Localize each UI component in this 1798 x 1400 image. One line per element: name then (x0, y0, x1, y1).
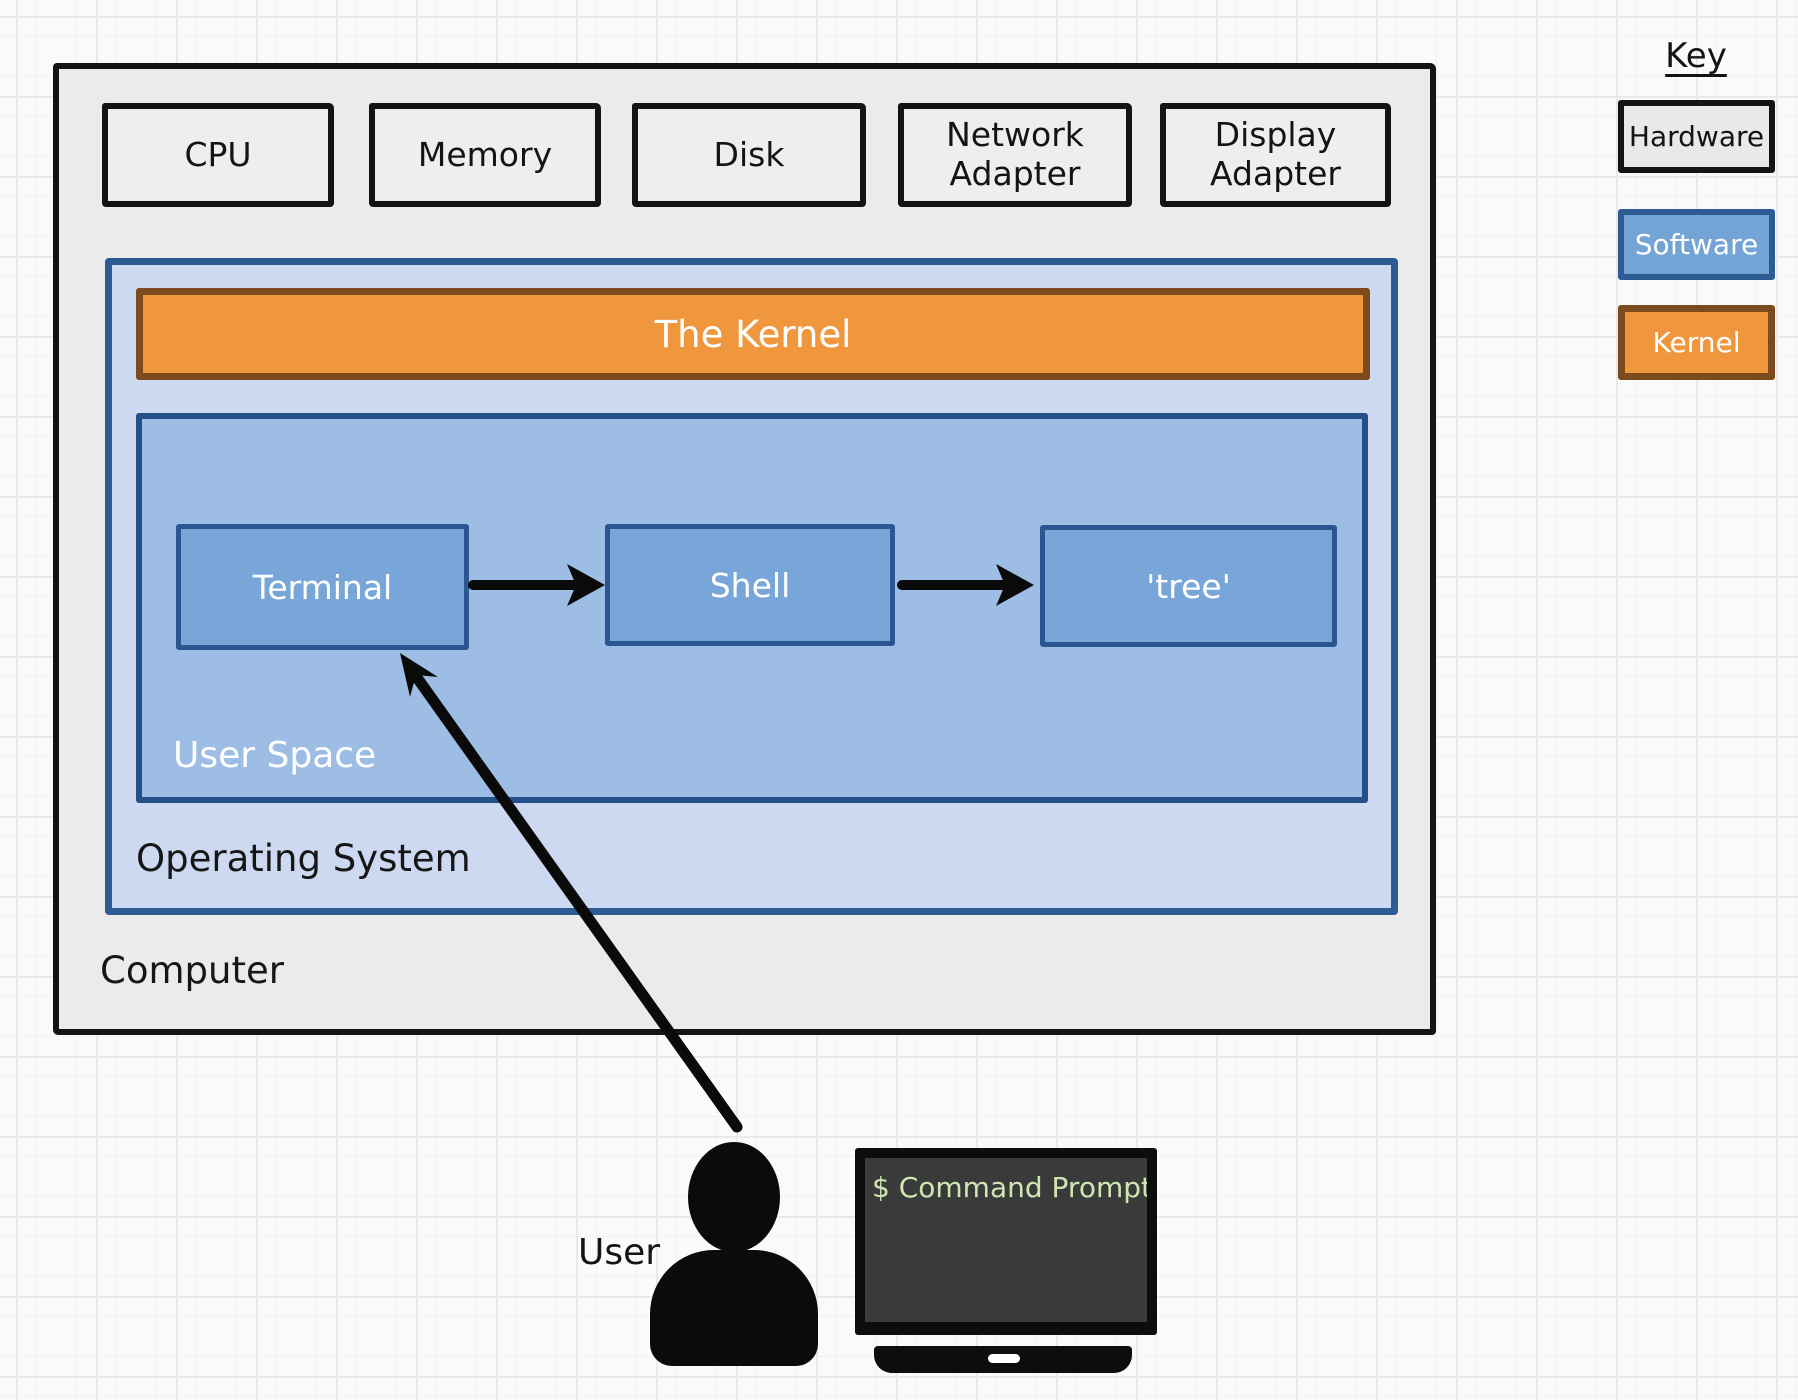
hardware-box-cpu: CPU (102, 103, 334, 207)
hardware-box-display-adapter: Display Adapter (1160, 103, 1391, 207)
process-box-shell: Shell (605, 524, 895, 646)
computer-label: Computer (100, 949, 284, 992)
hardware-box-memory: Memory (369, 103, 601, 207)
user-label: User (578, 1232, 661, 1273)
key-item-kernel: Kernel (1618, 305, 1775, 380)
user-person-icon (688, 1142, 780, 1252)
hardware-box-network-adapter: Network Adapter (898, 103, 1132, 207)
hardware-box-disk: Disk (632, 103, 866, 207)
network-adapter-label: Network Adapter (946, 115, 1084, 193)
user-person-body (650, 1250, 818, 1366)
key-hardware-label: Hardware (1628, 120, 1765, 153)
user-space-label: User Space (173, 735, 377, 776)
key-title: Key (1665, 36, 1727, 76)
process-box-terminal: Terminal (176, 524, 469, 650)
operating-system-label: Operating System (136, 837, 471, 880)
computer-box: CPU Memory Disk Network Adapter Display … (53, 63, 1436, 1035)
display-adapter-label: Display Adapter (1210, 115, 1341, 193)
monitor-screen: $ Command Prompt (855, 1148, 1157, 1335)
memory-label: Memory (417, 134, 553, 174)
shell-label: Shell (709, 565, 791, 605)
monitor-stand (874, 1346, 1132, 1373)
key-software-label: Software (1634, 228, 1759, 261)
command-prompt-text: $ Command Prompt (872, 1171, 1152, 1204)
cpu-label: CPU (184, 134, 252, 174)
process-box-tree: 'tree' (1040, 525, 1337, 647)
terminal-label: Terminal (252, 567, 393, 607)
key-item-hardware: Hardware (1618, 100, 1775, 173)
user-space-box: Terminal Shell 'tree' User Space (136, 413, 1368, 803)
disk-label: Disk (713, 134, 785, 174)
monitor-stand-notch (988, 1354, 1020, 1363)
key-item-software: Software (1618, 209, 1775, 280)
key-kernel-label: Kernel (1652, 326, 1741, 359)
operating-system-box: The Kernel Terminal Shell 'tree' User Sp… (105, 258, 1398, 915)
tree-label: 'tree' (1146, 566, 1231, 606)
kernel-label: The Kernel (654, 312, 852, 356)
kernel-bar: The Kernel (136, 288, 1370, 380)
